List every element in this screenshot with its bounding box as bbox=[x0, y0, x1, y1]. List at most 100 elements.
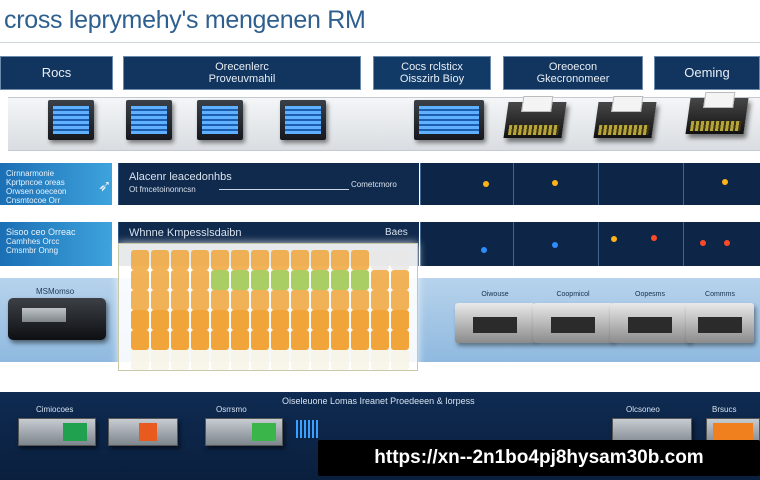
row1-cell[interactable] bbox=[513, 163, 598, 205]
storage-device-icon bbox=[8, 298, 106, 340]
page-title: cross leprymehy's mengenen RM bbox=[4, 6, 366, 34]
row1-left-line: Orwsen ooeceon bbox=[6, 187, 67, 196]
grid-block bbox=[271, 250, 289, 270]
device-tag: Coopmicol bbox=[556, 291, 590, 298]
grid-block bbox=[311, 270, 329, 290]
row1-left-panel: Cirnnarmonie Kprtpncoe oreas Orwsen ooec… bbox=[0, 163, 112, 205]
equipment-unit bbox=[205, 418, 283, 446]
grid-block bbox=[271, 330, 289, 350]
row1-left-line: Cnsmtocoe Orr bbox=[6, 196, 61, 205]
header-sublabel: Oisszirb Bioy bbox=[399, 73, 465, 85]
bottom-label: Olcsoneo bbox=[626, 405, 660, 414]
row1-cell[interactable] bbox=[683, 163, 760, 205]
device-tag: Oiwouse bbox=[481, 291, 509, 298]
grid-block bbox=[391, 250, 409, 270]
grid-block bbox=[311, 310, 329, 330]
grid-block bbox=[231, 290, 249, 310]
printer-device-icon: Commms bbox=[686, 291, 754, 343]
row1-panel-rule bbox=[219, 189, 349, 190]
grid-block bbox=[151, 270, 169, 290]
grid-block bbox=[151, 290, 169, 310]
grid-block bbox=[151, 350, 169, 370]
grid-block bbox=[131, 350, 149, 370]
watermark-url[interactable]: https://xn--2n1bo4pj8hysam30b.com bbox=[318, 440, 760, 476]
status-dot bbox=[552, 180, 558, 186]
row1-panel: Alacenr leacedonhbs Ot fmcetoinonncsn Co… bbox=[118, 163, 419, 205]
equipment-unit bbox=[18, 418, 96, 446]
grid-block bbox=[151, 310, 169, 330]
grid-block bbox=[131, 330, 149, 350]
device-label: MSMomso bbox=[36, 287, 75, 296]
grid-block bbox=[211, 270, 229, 290]
grid-block bbox=[251, 330, 269, 350]
grid-block bbox=[291, 310, 309, 330]
grid-block bbox=[191, 310, 209, 330]
row2-cell[interactable] bbox=[513, 222, 598, 266]
grid-block bbox=[131, 250, 149, 270]
row2-left-line: Sisoo ceo Orreac bbox=[6, 227, 76, 237]
bottom-label: Brsucs bbox=[712, 405, 737, 414]
grid-block bbox=[171, 290, 189, 310]
header-orecenlerc[interactable]: Orecenlerc Proveuvmahil bbox=[123, 56, 361, 90]
printer-device-icon: Oiwouse bbox=[455, 291, 535, 343]
grid-block bbox=[331, 290, 349, 310]
bottom-label: Cimiocoes bbox=[36, 405, 74, 414]
grid-block bbox=[371, 310, 389, 330]
row2-panel-title: Whnne Kmpesslsdaibn bbox=[129, 227, 242, 239]
row1-panel-subtitle: Ot fmcetoinonncsn bbox=[129, 185, 196, 194]
header-oeming[interactable]: Oeming bbox=[654, 56, 760, 90]
header-oreoecon[interactable]: Oreoecon Gkecronomeer bbox=[503, 56, 643, 90]
arrow-icon: ➶ bbox=[98, 178, 112, 195]
row2-cell[interactable] bbox=[598, 222, 683, 266]
grid-block bbox=[151, 250, 169, 270]
grid-block bbox=[171, 270, 189, 290]
grid-block bbox=[391, 310, 409, 330]
grid-block bbox=[231, 270, 249, 290]
header-label: Cocs rclsticx bbox=[401, 61, 463, 73]
grid-block bbox=[351, 350, 369, 370]
status-dot bbox=[611, 236, 617, 242]
grid-block bbox=[291, 330, 309, 350]
header-rocs[interactable]: Rocs bbox=[0, 56, 113, 90]
row1-cell[interactable] bbox=[598, 163, 683, 205]
grid-block bbox=[191, 250, 209, 270]
server-icon bbox=[197, 100, 243, 140]
resource-grid bbox=[118, 243, 418, 371]
grid-block bbox=[271, 310, 289, 330]
grid-block bbox=[291, 270, 309, 290]
grid-block bbox=[211, 350, 229, 370]
grid-block bbox=[291, 250, 309, 270]
grid-block bbox=[351, 250, 369, 270]
grid-block bbox=[211, 310, 229, 330]
grid-block bbox=[371, 290, 389, 310]
grid-block bbox=[211, 290, 229, 310]
grid-block bbox=[331, 310, 349, 330]
grid-block bbox=[331, 270, 349, 290]
header-cocs[interactable]: Cocs rclsticx Oisszirb Bioy bbox=[373, 56, 491, 90]
grid-block bbox=[131, 270, 149, 290]
header-label: Oeming bbox=[684, 65, 730, 80]
device-tag: Commms bbox=[705, 291, 735, 298]
grid-block bbox=[391, 290, 409, 310]
grid-block bbox=[311, 250, 329, 270]
grid-block bbox=[331, 350, 349, 370]
grid-block bbox=[351, 270, 369, 290]
row1-left-line: Cirnnarmonie bbox=[6, 169, 55, 178]
row1-left-line: Kprtpncoe oreas bbox=[6, 178, 65, 187]
rack-icon bbox=[593, 96, 657, 138]
equipment-unit bbox=[108, 418, 178, 446]
grid-block bbox=[331, 250, 349, 270]
grid-block bbox=[231, 310, 249, 330]
printer-device-icon: Coopmicol bbox=[533, 291, 613, 343]
status-dot bbox=[483, 181, 489, 187]
row2-cell[interactable] bbox=[683, 222, 760, 266]
server-icon bbox=[126, 100, 172, 140]
status-dot bbox=[724, 240, 730, 246]
grid-block bbox=[211, 250, 229, 270]
row1-cell[interactable] bbox=[420, 163, 513, 205]
row2-cell[interactable] bbox=[420, 222, 513, 266]
grid-block bbox=[171, 330, 189, 350]
status-dot bbox=[552, 242, 558, 248]
grid-block bbox=[311, 290, 329, 310]
grid-block bbox=[371, 350, 389, 370]
